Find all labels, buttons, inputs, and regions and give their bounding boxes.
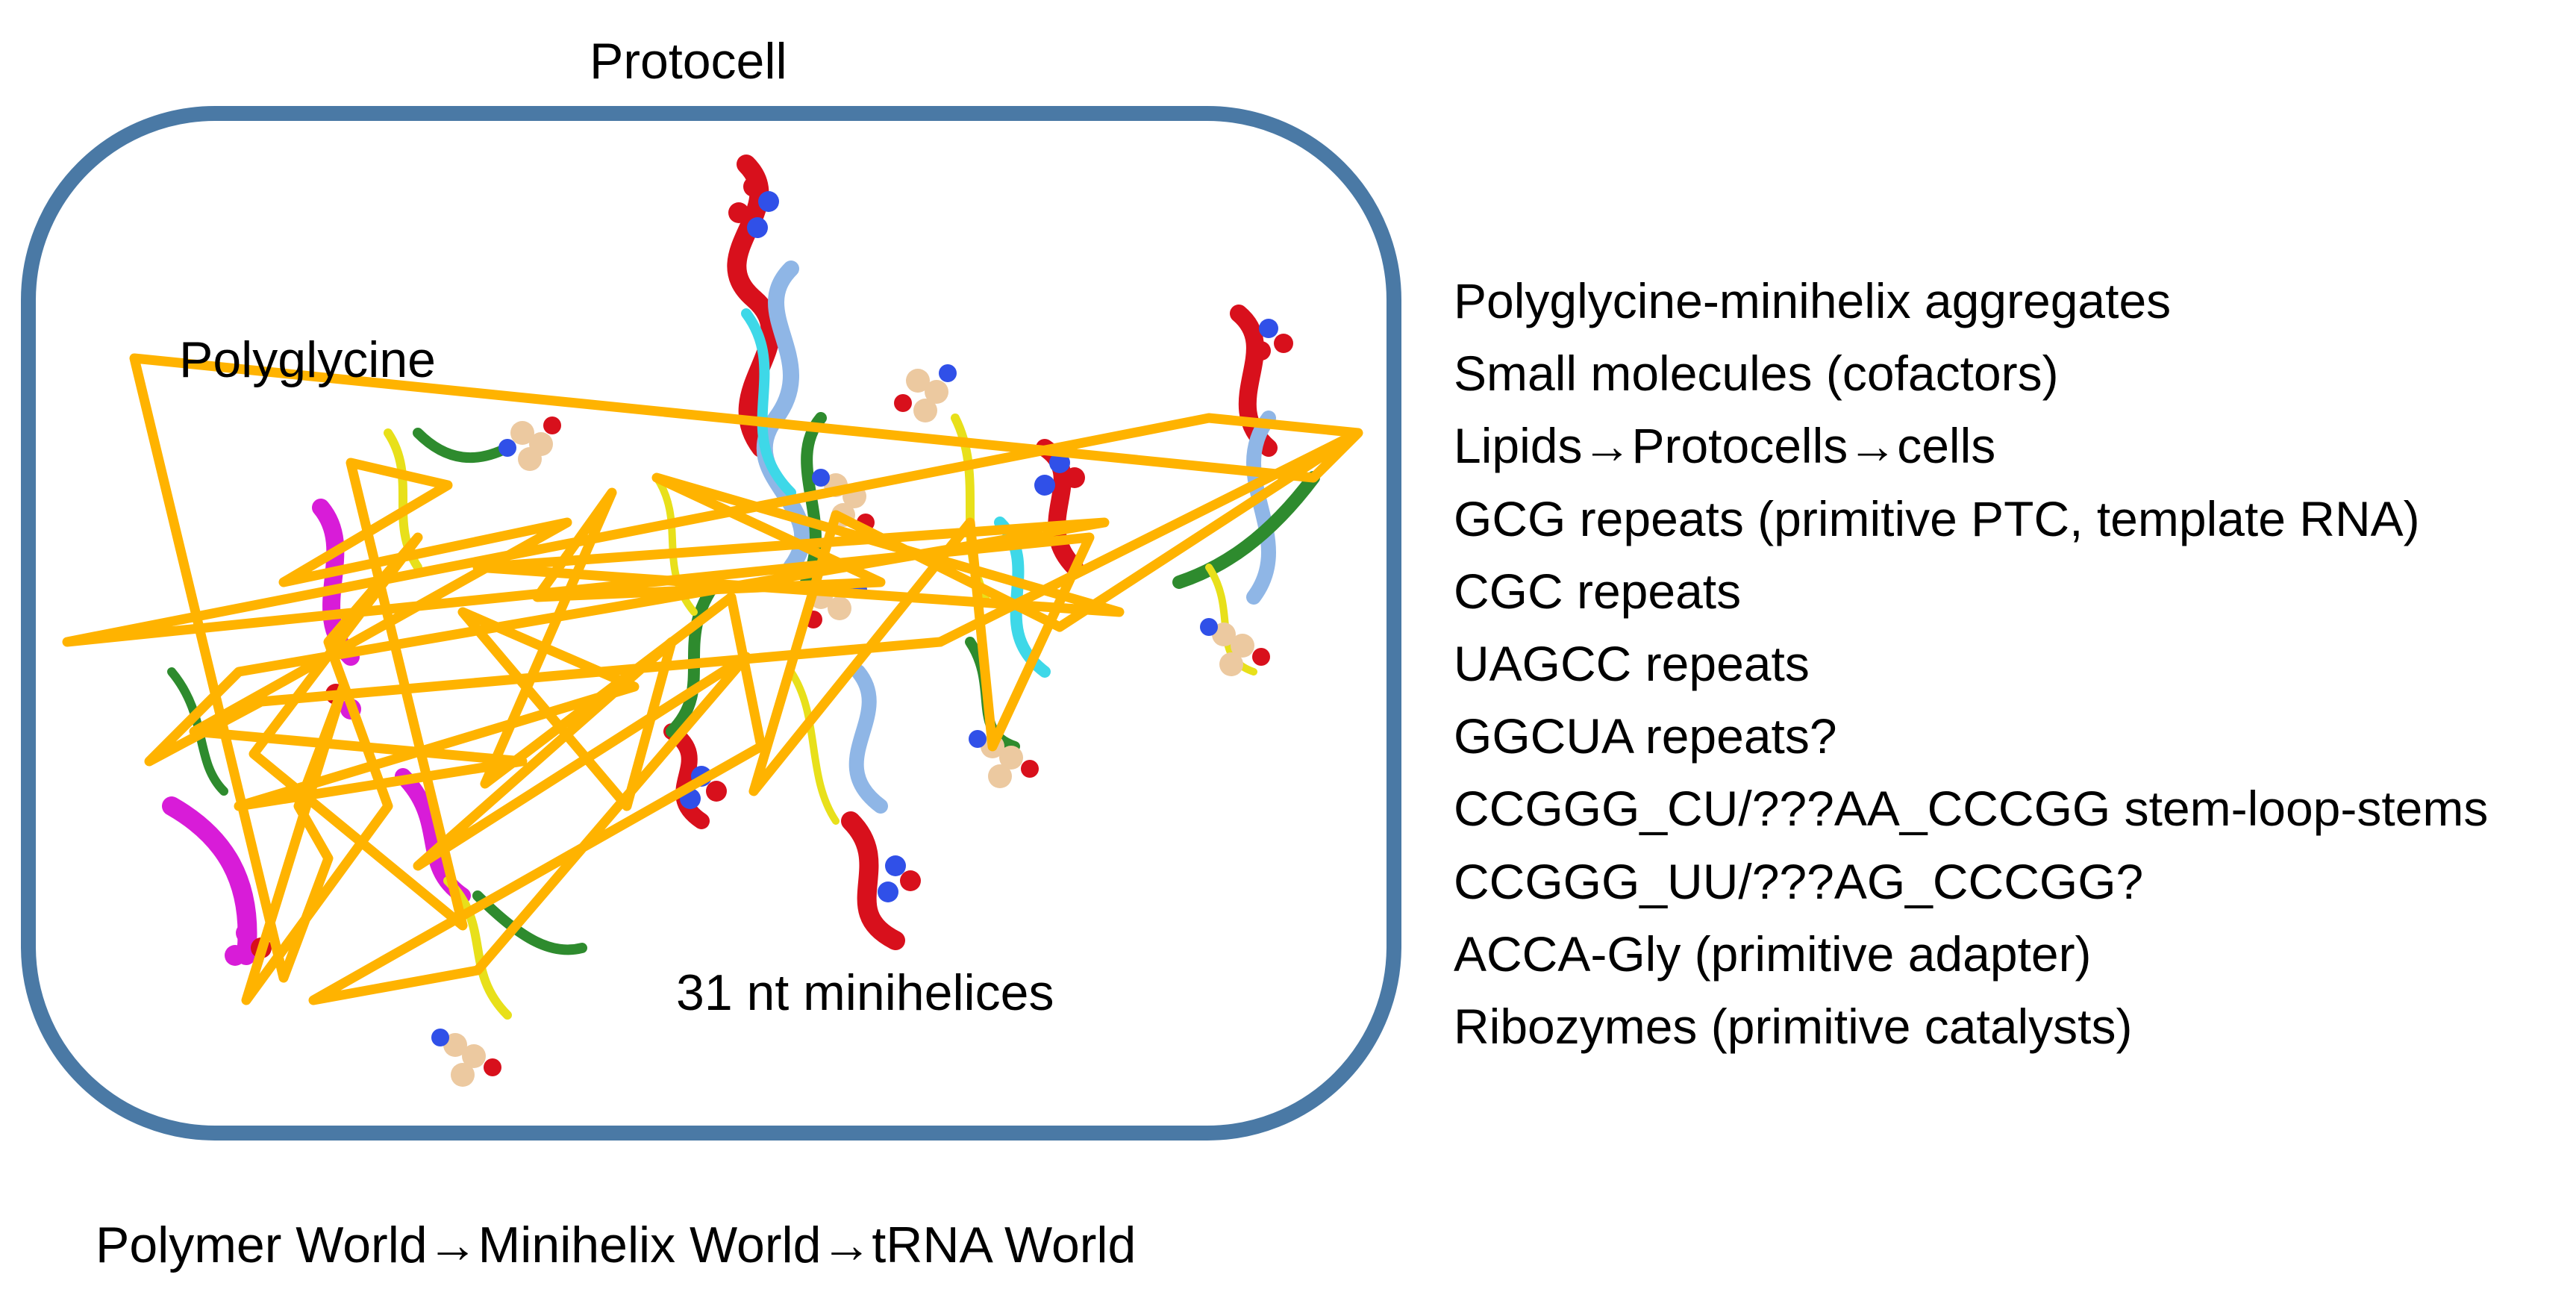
cofactor-cluster xyxy=(1200,618,1270,676)
protocell-membrane xyxy=(21,106,1401,1141)
polyglycine-chain xyxy=(62,353,1363,1005)
cofactor-cluster xyxy=(431,1029,501,1087)
feature-item: CGC repeats xyxy=(1454,563,1742,619)
cofactor-cluster xyxy=(1251,319,1293,361)
feature-list: Polyglycine-minihelix aggregates Small m… xyxy=(1454,265,2488,1063)
world-progression-caption: Polymer World→Minihelix World→tRNA World xyxy=(96,1217,1137,1273)
feature-item: CCGGG_UU/???AG_CCCGG? xyxy=(1454,853,2144,909)
cofactor-cluster xyxy=(878,855,921,902)
cofactor-cluster xyxy=(894,364,957,422)
minihelix xyxy=(787,664,905,950)
minihelix xyxy=(443,876,587,1020)
feature-item: Ribozymes (primitive catalysts) xyxy=(1454,999,2133,1055)
feature-item: Polyglycine-minihelix aggregates xyxy=(1454,273,2172,328)
feature-item: CCGGG_CU/???AA_CCCGG stem-loop-stems xyxy=(1454,781,2489,837)
feature-item: UAGCC repeats xyxy=(1454,636,1810,692)
cofactor-cluster xyxy=(728,176,779,238)
polyglycine-label: Polyglycine xyxy=(179,331,436,388)
cofactor-cluster xyxy=(1034,452,1085,496)
feature-item: Small molecules (cofactors) xyxy=(1454,346,2059,402)
feature-item: Lipids→Protocells→cells xyxy=(1454,418,1996,474)
feature-item: GCG repeats (primitive PTC, template RNA… xyxy=(1454,490,2420,546)
feature-item: ACCA-Gly (primitive adapter) xyxy=(1454,926,2092,982)
protocell-title: Protocell xyxy=(590,33,787,90)
feature-item: GGCUA repeats? xyxy=(1454,708,1837,764)
cofactor-atoms xyxy=(225,176,1293,1087)
cofactor-cluster xyxy=(498,416,561,471)
minihelices-label: 31 nt minihelices xyxy=(676,964,1054,1021)
minihelix-molecules xyxy=(162,155,1320,1020)
